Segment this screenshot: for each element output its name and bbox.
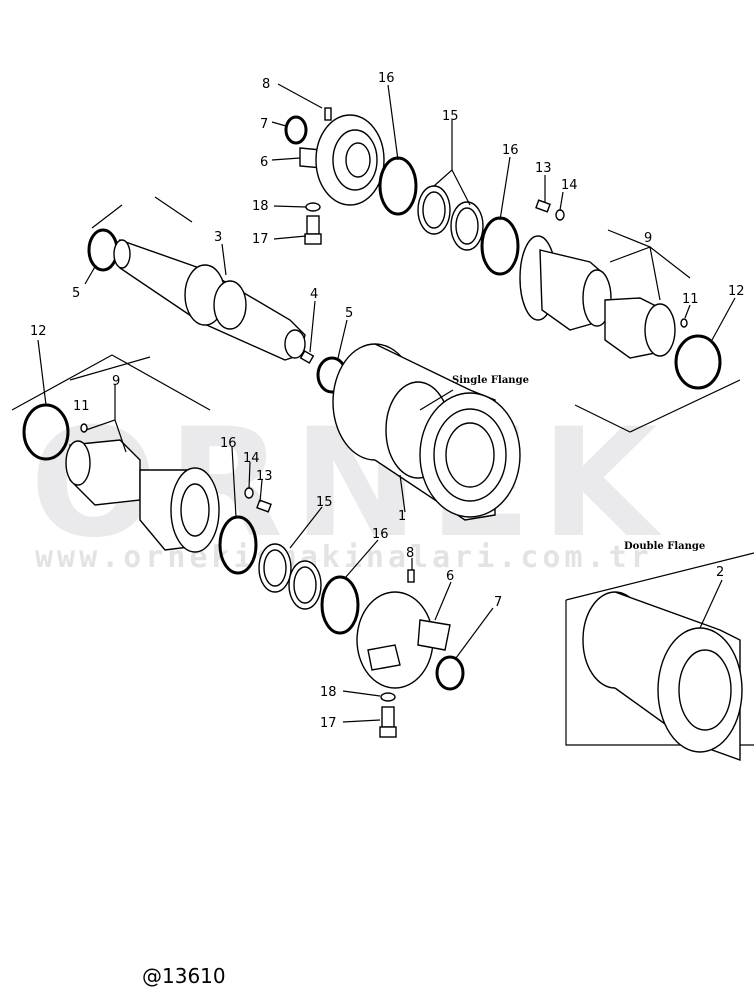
ring-part-16-lower-b bbox=[320, 575, 360, 635]
callout-16-upper-a: 16 bbox=[378, 71, 395, 86]
caption-single-flange: Single Flange bbox=[452, 375, 529, 386]
bolt-part-17-upper bbox=[306, 215, 320, 235]
callout-4: 4 bbox=[310, 287, 318, 302]
callout-12-upper: 12 bbox=[728, 284, 745, 299]
callout-15-lower: 15 bbox=[316, 495, 333, 510]
callout-15-upper: 15 bbox=[442, 109, 459, 124]
callout-17-lower: 17 bbox=[320, 716, 337, 731]
callout-5-left: 5 bbox=[72, 286, 80, 301]
ring-part-16-upper-a bbox=[378, 156, 418, 216]
pin-part-8-upper bbox=[324, 107, 332, 121]
cap-lug-part-6-lower bbox=[417, 619, 451, 651]
double-flange-inset bbox=[565, 552, 754, 761]
callout-17-upper: 17 bbox=[252, 232, 269, 247]
pin-part-14-lower bbox=[244, 487, 254, 499]
callout-7-upper: 7 bbox=[260, 117, 268, 132]
callout-18-upper: 18 bbox=[252, 199, 269, 214]
callout-labels: 8 7 6 16 15 16 18 17 13 14 9 11 12 3 5 4… bbox=[30, 71, 745, 731]
callout-18-lower: 18 bbox=[320, 685, 337, 700]
callout-16-lower-b: 16 bbox=[372, 527, 389, 542]
callout-12-lower: 12 bbox=[30, 324, 47, 339]
callout-7-lower: 7 bbox=[494, 595, 502, 610]
ring-part-16-lower-a bbox=[218, 515, 258, 575]
callout-8-lower: 8 bbox=[406, 546, 414, 561]
callout-14-upper: 14 bbox=[561, 178, 578, 193]
callout-3: 3 bbox=[214, 230, 222, 245]
callout-16-upper-b: 16 bbox=[502, 143, 519, 158]
washer-part-18-upper bbox=[305, 202, 321, 212]
pin-part-11-upper bbox=[680, 318, 688, 328]
ring-part-12-upper bbox=[674, 334, 722, 390]
caption-double-flange: Double Flange bbox=[624, 541, 705, 552]
drawing-code: @13610 bbox=[142, 964, 226, 988]
callout-5-right: 5 bbox=[345, 306, 353, 321]
roller-part-1 bbox=[332, 343, 521, 521]
lower-left-assembly bbox=[22, 403, 360, 635]
callout-13-upper: 13 bbox=[535, 161, 552, 176]
bolt-part-17-lower bbox=[381, 706, 395, 728]
pin-part-8-lower bbox=[407, 569, 415, 583]
ring-part-7-lower bbox=[435, 655, 465, 691]
callout-14-lower: 14 bbox=[243, 451, 260, 466]
callout-1: 1 bbox=[398, 509, 406, 524]
bolt-part-13-upper bbox=[535, 199, 551, 213]
ring-part-5-left bbox=[87, 228, 119, 272]
callout-6-lower: 6 bbox=[446, 569, 454, 584]
upper-cap-assembly bbox=[284, 107, 722, 390]
pin-part-11-lower bbox=[80, 423, 88, 433]
callout-16-lower-a: 16 bbox=[220, 436, 237, 451]
leader-lines bbox=[11, 83, 741, 723]
callout-11-lower: 11 bbox=[73, 399, 90, 414]
callout-13-lower: 13 bbox=[256, 469, 273, 484]
callout-2: 2 bbox=[716, 565, 724, 580]
ring-part-7-upper bbox=[284, 115, 308, 145]
watermark-url: www.ornekismakinalari.com.tr bbox=[35, 540, 653, 575]
callout-8-upper: 8 bbox=[262, 77, 270, 92]
ring-part-16-upper-b bbox=[480, 216, 520, 276]
lower-cap-assembly bbox=[356, 569, 465, 738]
plug-part-4 bbox=[299, 350, 315, 364]
washer-part-18-lower bbox=[380, 692, 396, 702]
pin-part-14-upper bbox=[555, 209, 565, 221]
callout-11-upper: 11 bbox=[682, 292, 699, 307]
bolt-part-13-lower bbox=[256, 499, 272, 513]
callout-9-lower: 9 bbox=[112, 374, 120, 389]
callout-9-upper: 9 bbox=[644, 231, 652, 246]
shaft-part-3 bbox=[87, 228, 348, 394]
callout-6-upper: 6 bbox=[260, 155, 268, 170]
